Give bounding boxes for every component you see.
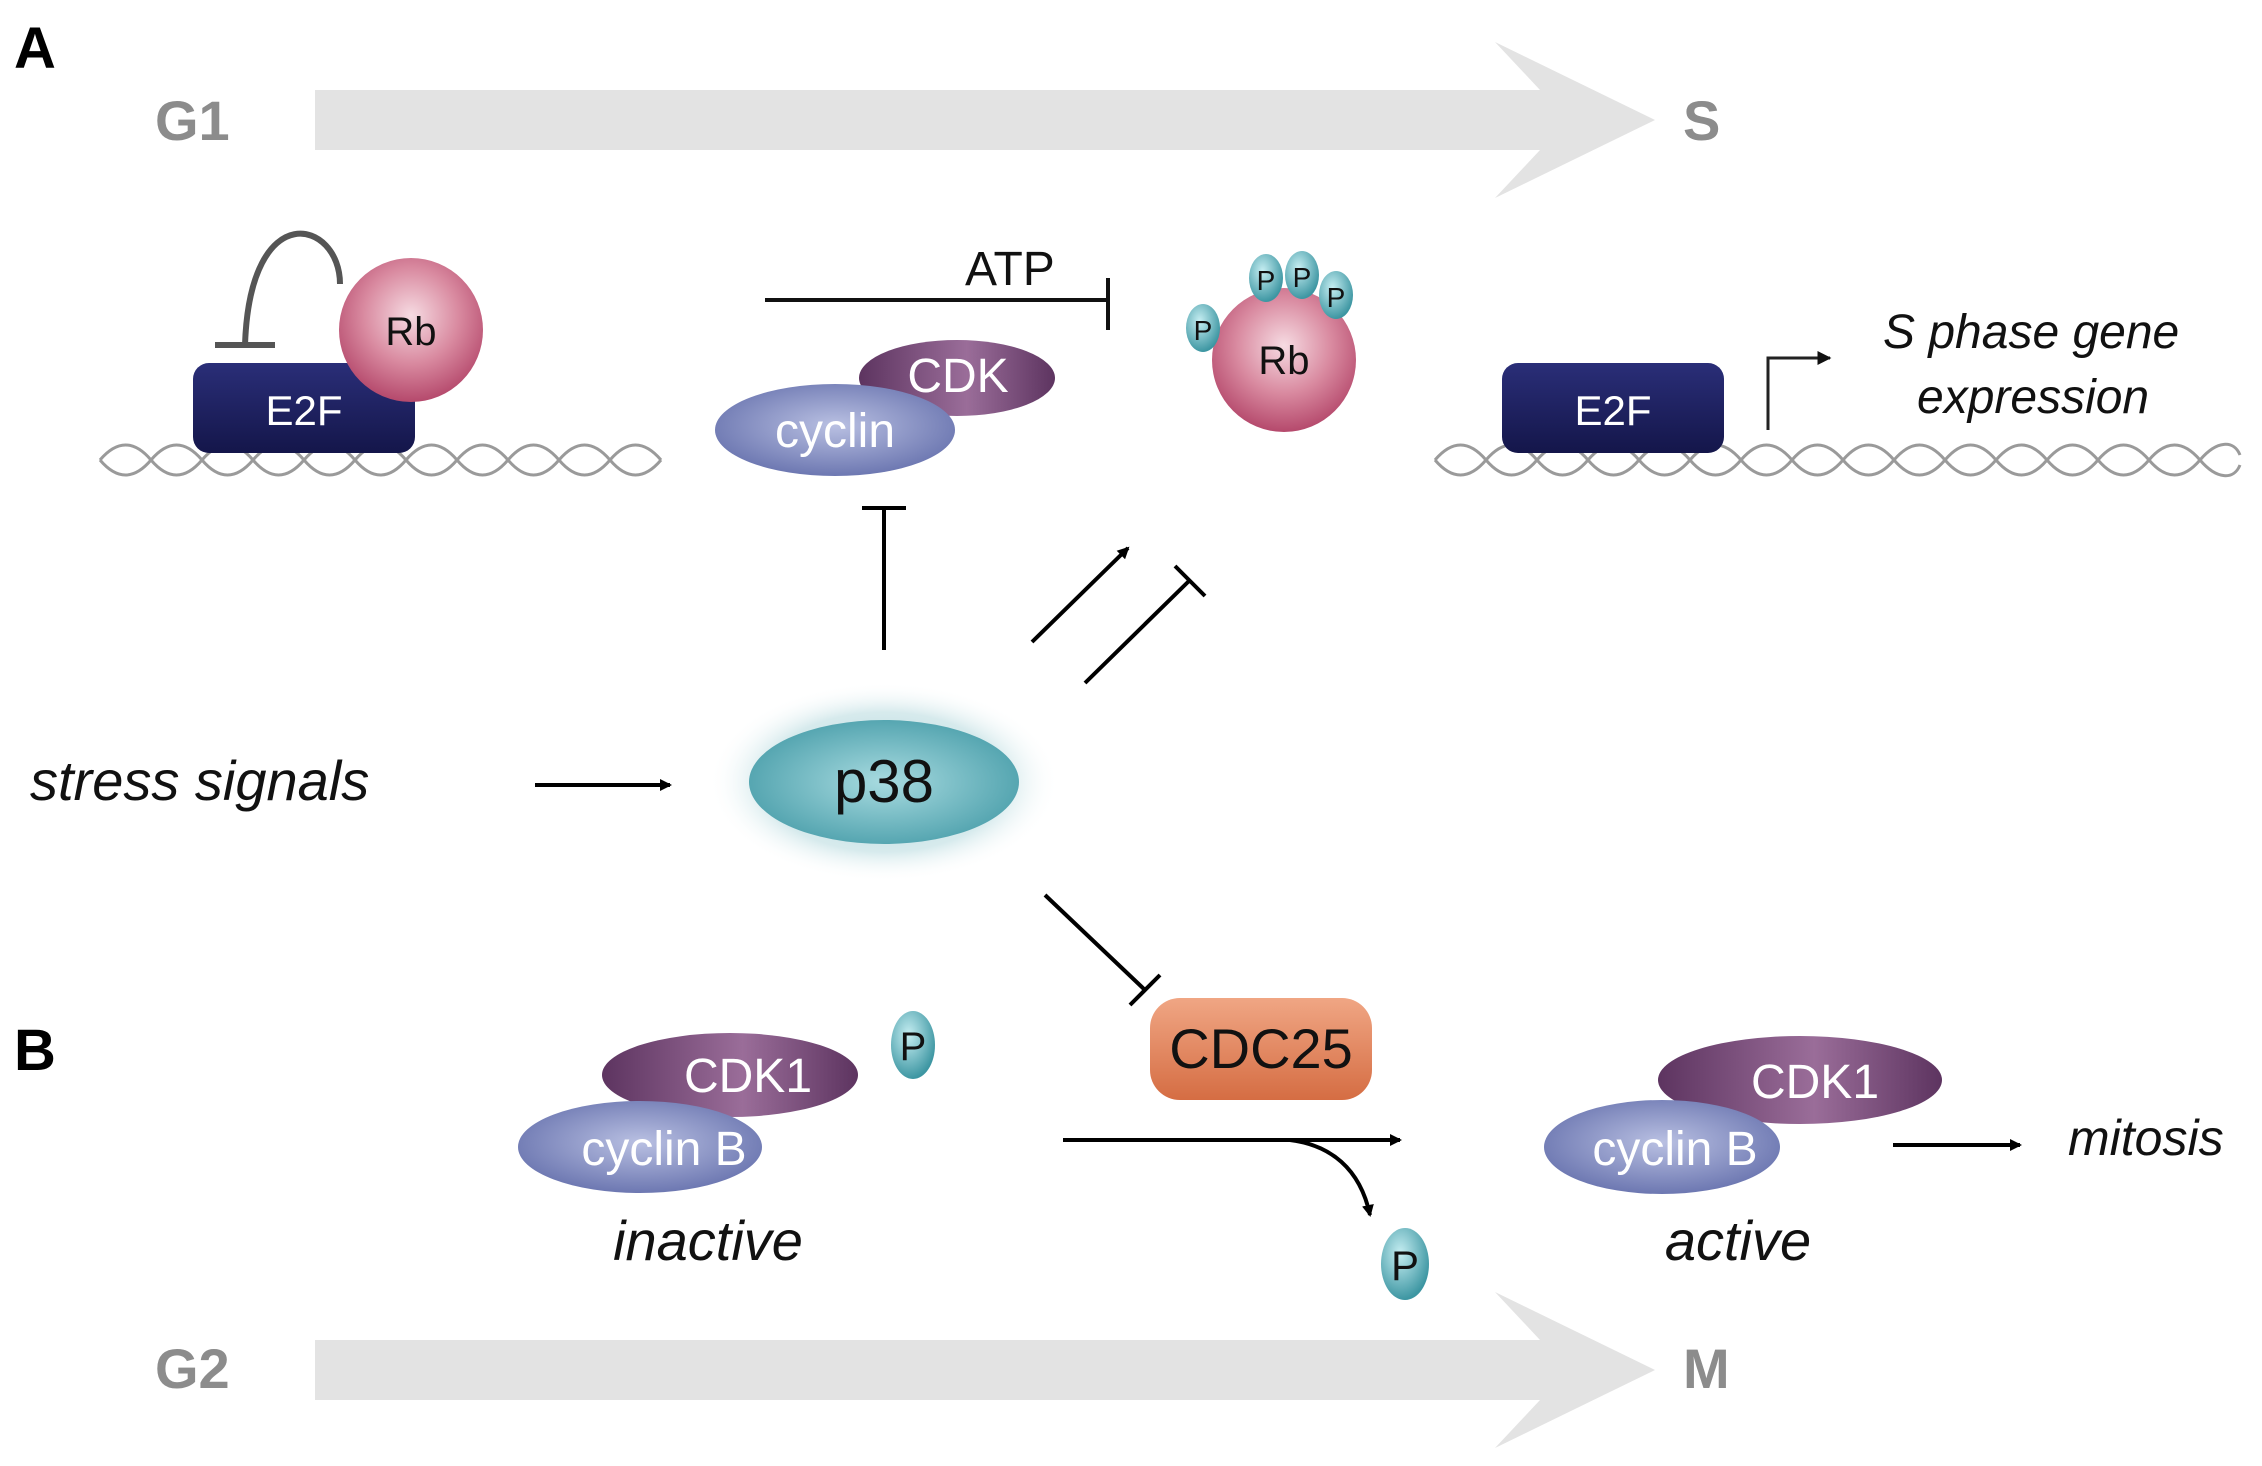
phospho-label-1: P bbox=[1194, 315, 1213, 346]
phospho-cdk1-label: P bbox=[900, 1025, 927, 1069]
s-phase-text-line1: S phase gene bbox=[1883, 306, 2179, 359]
phase-g2-label: G2 bbox=[155, 1337, 230, 1400]
p38-node bbox=[749, 720, 1019, 844]
p38-label: p38 bbox=[834, 748, 934, 815]
cyclin-b-inactive bbox=[518, 1101, 762, 1193]
phospho-release-arrow bbox=[1289, 1138, 1374, 1217]
panel-label-b: B bbox=[14, 1018, 56, 1083]
transcription-start-arrow bbox=[1766, 351, 1832, 430]
cdc25-box bbox=[1150, 998, 1372, 1100]
cyclin-label-top: cyclin bbox=[775, 405, 895, 458]
cyclin-b-active bbox=[1544, 1100, 1780, 1194]
cdk1-label-inactive: CDK1 bbox=[684, 1050, 812, 1103]
rb-inhibits-e2f-arc bbox=[215, 230, 343, 348]
rb-label-left: Rb bbox=[385, 310, 436, 354]
active-label: active bbox=[1665, 1209, 1811, 1272]
rb-protein-left bbox=[339, 258, 483, 402]
phospho-released bbox=[1381, 1228, 1429, 1300]
p38-activates-rb-arrow bbox=[1030, 546, 1130, 644]
cdk1-inactive bbox=[602, 1033, 858, 1117]
stress-signals-label: stress signals bbox=[30, 749, 369, 812]
cdk1-label-active: CDK1 bbox=[1751, 1056, 1879, 1109]
phospho-label-4: P bbox=[1327, 282, 1346, 313]
g1-to-s-phase-arrow bbox=[315, 42, 1655, 198]
phospho-groups-rb bbox=[1186, 251, 1353, 352]
cdk-label-top: CDK bbox=[907, 350, 1008, 403]
cyclin-b-label-active: cyclin B bbox=[1592, 1123, 1757, 1176]
cdk1-active bbox=[1658, 1036, 1942, 1124]
e2f-label-right: E2F bbox=[1574, 387, 1651, 434]
e2f-box-right bbox=[1502, 363, 1724, 453]
phase-m-label: M bbox=[1683, 1337, 1730, 1400]
phase-g1-label: G1 bbox=[155, 89, 230, 152]
rb-phosphorylated bbox=[1212, 288, 1356, 432]
p38-inhibits-cdc25 bbox=[1043, 893, 1162, 1007]
cyclin-b-label-inactive: cyclin B bbox=[581, 1123, 746, 1176]
atp-inhibition-line bbox=[765, 278, 1110, 330]
s-phase-text-line2: expression bbox=[1917, 371, 2149, 424]
e2f-box-left bbox=[193, 363, 415, 453]
e2f-label-left: E2F bbox=[265, 387, 342, 434]
cdc25-label: CDC25 bbox=[1169, 1017, 1353, 1080]
phase-s-label: S bbox=[1683, 89, 1720, 152]
p38-inhibits-rb bbox=[1083, 564, 1207, 685]
phospho-cdk1 bbox=[891, 1011, 935, 1079]
panel-label-a: A bbox=[14, 16, 56, 81]
phospho-label-3: P bbox=[1293, 262, 1312, 293]
p38-inhibits-cdk bbox=[862, 506, 906, 650]
phospho-label-2: P bbox=[1257, 265, 1276, 296]
atp-label: ATP bbox=[965, 243, 1055, 296]
inactive-label: inactive bbox=[613, 1209, 803, 1272]
g2-to-m-phase-arrow bbox=[315, 1292, 1655, 1448]
rb-label-phospho: Rb bbox=[1258, 339, 1309, 383]
mitosis-label: mitosis bbox=[2068, 1110, 2224, 1166]
phospho-released-label: P bbox=[1391, 1242, 1419, 1289]
cyclin-top bbox=[715, 384, 955, 476]
